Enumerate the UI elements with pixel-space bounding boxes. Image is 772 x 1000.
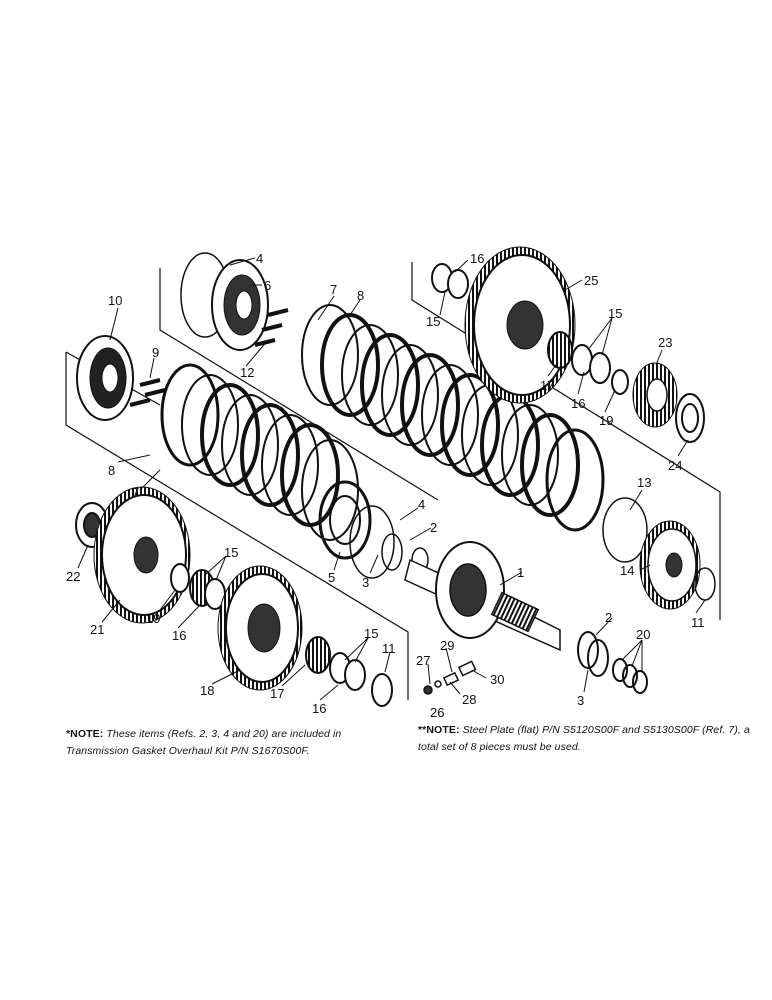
main-shaft-1	[404, 541, 561, 652]
bearing-16-17-upper	[431, 263, 629, 395]
callout-12: 12	[240, 365, 254, 380]
piston-14	[602, 497, 716, 610]
callout-1: 1	[517, 565, 524, 580]
springs-9-and-12	[129, 308, 289, 407]
callout-2: 2	[430, 520, 437, 535]
callout-25: 25	[584, 273, 598, 288]
callout-14: 14	[620, 563, 634, 578]
callout-3: 3	[362, 575, 369, 590]
callout-30: 30	[490, 672, 504, 687]
kit-note: *NOTE: These items (Refs. 2, 3, 4 and 20…	[66, 726, 386, 760]
callout-7: 7	[330, 282, 337, 297]
drum-18	[217, 565, 303, 691]
callout-16: 16	[312, 701, 326, 716]
steel-plate-note-text: Steel Plate (flat) P/N S5120S00F and S51…	[418, 724, 750, 753]
callout-22: 22	[66, 569, 80, 584]
kit-note-text: These items (Refs. 2, 3, 4 and 20) are i…	[66, 728, 342, 757]
clutch-housing-10	[76, 335, 134, 421]
callout-13: 13	[637, 475, 651, 490]
steel-plate-note-lead: **NOTE:	[418, 724, 460, 736]
callout-4: 4	[256, 251, 263, 266]
callout-19: 19	[146, 611, 160, 626]
callout-17: 17	[540, 378, 554, 393]
rings-15-16-19-lower	[170, 563, 226, 610]
seal-rings-2-3-20	[577, 631, 648, 694]
callout-3: 3	[577, 693, 584, 708]
callout-2: 2	[605, 610, 612, 625]
callout-labels: 1 2 2 3 3 4 4 5 6 7 7 8 8 9 10 11 11 12 …	[66, 251, 705, 720]
callout-15: 15	[608, 306, 622, 321]
callout-20: 20	[636, 627, 650, 642]
callout-17: 17	[270, 686, 284, 701]
callout-6: 6	[264, 278, 271, 293]
callout-7: 7	[132, 485, 139, 500]
callout-16: 16	[571, 396, 585, 411]
leader-lines	[77, 257, 706, 701]
gear-25	[464, 246, 576, 404]
gear-23	[632, 362, 678, 428]
upper-clutch-pack	[301, 304, 605, 532]
callout-19: 19	[599, 413, 613, 428]
clutch-housing-6	[180, 252, 269, 351]
gear-21	[93, 486, 191, 624]
kit-note-lead: *NOTE:	[66, 728, 104, 740]
callout-16: 16	[470, 251, 484, 266]
callout-24: 24	[668, 458, 682, 473]
callout-23: 23	[658, 335, 672, 350]
callout-10: 10	[108, 293, 122, 308]
callout-21: 21	[90, 622, 104, 637]
callout-28: 28	[462, 692, 476, 707]
lower-clutch-pack	[160, 363, 429, 579]
callout-15: 15	[426, 314, 440, 329]
callout-9: 9	[152, 345, 159, 360]
valve-parts-26-30	[423, 660, 477, 695]
callout-15: 15	[224, 545, 238, 560]
callout-4: 4	[418, 497, 425, 512]
callout-11: 11	[691, 615, 705, 630]
callout-8: 8	[108, 463, 115, 478]
callout-27: 27	[416, 653, 430, 668]
callout-16: 16	[172, 628, 186, 643]
steel-plate-note: **NOTE: Steel Plate (flat) P/N S5120S00F…	[418, 722, 758, 756]
callout-29: 29	[440, 638, 454, 653]
callout-15: 15	[364, 626, 378, 641]
callout-5: 5	[328, 570, 335, 585]
bearing-24	[675, 393, 705, 443]
assembly-frame-lines	[65, 262, 721, 700]
callout-18: 18	[200, 683, 214, 698]
bearing-17-lower	[305, 636, 393, 707]
callout-11: 11	[382, 641, 396, 656]
callout-8: 8	[357, 288, 364, 303]
callout-26: 26	[430, 705, 444, 720]
